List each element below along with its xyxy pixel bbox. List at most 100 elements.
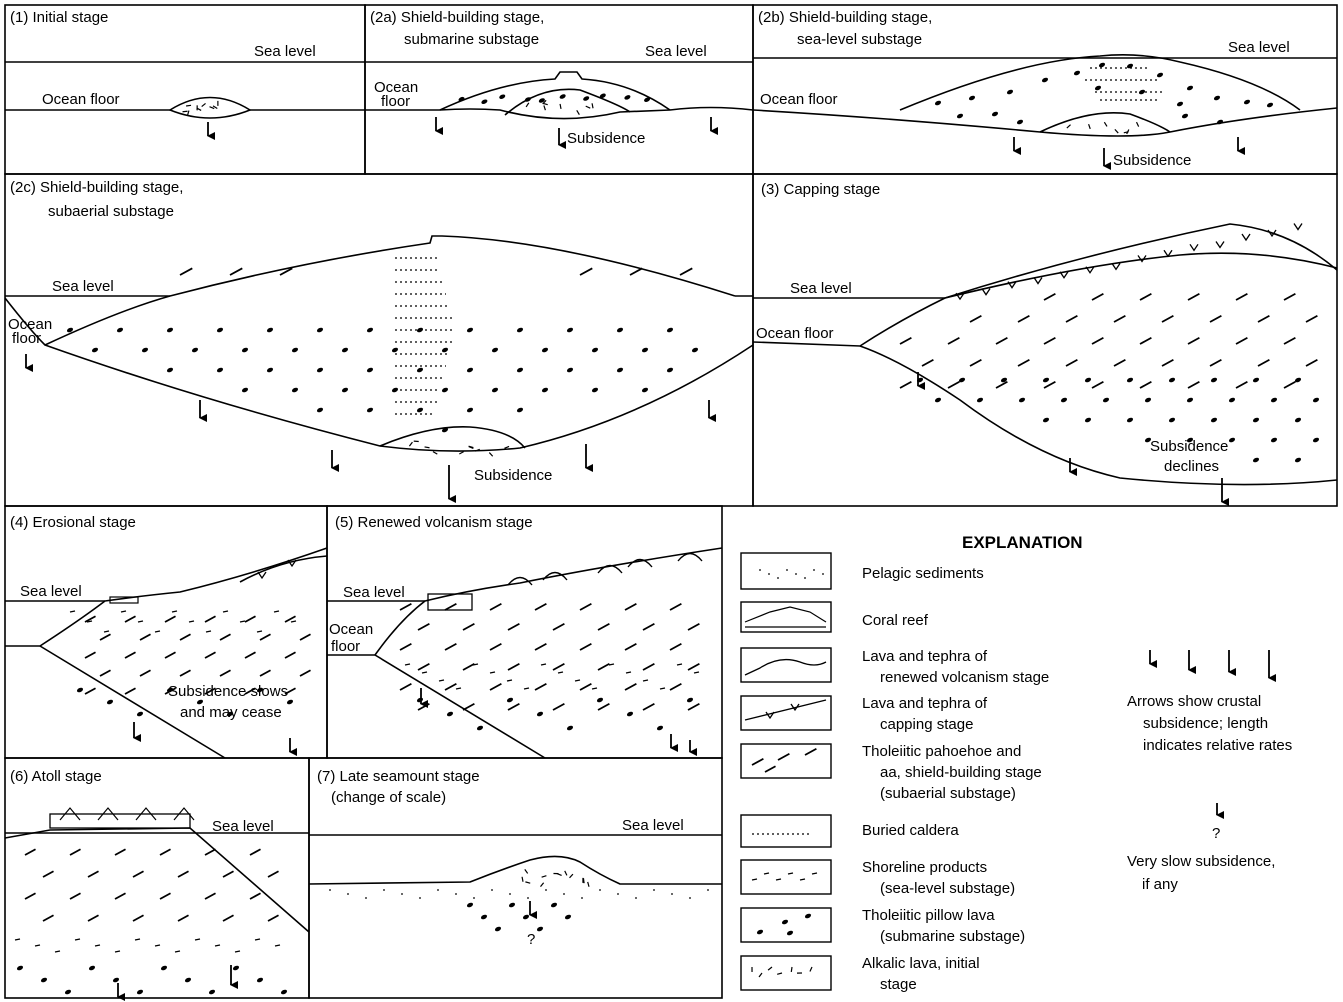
panel-1-sea-level-label: Sea level — [254, 43, 316, 60]
pillow-lava-mark — [64, 989, 71, 995]
lava-flow-mark — [508, 624, 519, 630]
pillow-lava-mark — [466, 407, 473, 413]
panel-2a-ocean-floor — [365, 108, 753, 119]
lava-flow-mark — [810, 967, 812, 972]
lava-flow-mark — [1114, 360, 1125, 366]
pelagic-mark — [455, 893, 457, 895]
lava-flow-mark — [245, 652, 256, 658]
pillow-lava-mark — [266, 327, 273, 333]
panel-4-note-line2: and may cease — [180, 704, 282, 721]
arrows-note-line1: Arrows show crustal — [1127, 693, 1261, 710]
lava-flow-mark — [445, 604, 456, 610]
pillow-lava-mark — [441, 347, 448, 353]
pillow-lava-mark — [316, 327, 323, 333]
lava-flow-mark — [463, 664, 474, 670]
lava-flow-mark — [625, 684, 636, 690]
pillow-lava-mark — [1270, 397, 1277, 403]
lava-flow-mark — [260, 670, 271, 676]
pelagic-mark — [599, 889, 601, 891]
shoreline-mark — [215, 945, 220, 946]
lava-flow-mark — [490, 604, 501, 610]
shoreline-products-swatch — [741, 860, 831, 894]
shoreline-mark — [507, 680, 512, 681]
panel-7-labels: (7) Late seamount stage (change of scale… — [317, 768, 684, 948]
pillow-lava-mark — [591, 387, 598, 393]
lava-flow-mark — [85, 652, 96, 658]
lava-flow-mark — [463, 624, 474, 630]
alkalic-lava-swatch — [741, 956, 831, 990]
pelagic-mark — [759, 569, 761, 571]
shoreline-mark — [800, 879, 805, 880]
lava-flow-mark — [630, 268, 642, 275]
pillow-lava-mark — [416, 407, 423, 413]
pillow-lava-mark — [641, 387, 648, 393]
panel-2c-subsidence-label: Subsidence — [474, 467, 552, 484]
lava-flow-mark — [1284, 294, 1295, 300]
lava-flow-mark — [25, 893, 36, 899]
legend-label-5-line1: Tholeiitic pahoehoe and — [862, 743, 1021, 760]
pillow-lava-mark — [1181, 113, 1188, 119]
renewed-swatch-marks — [745, 660, 826, 675]
lava-flow-mark — [996, 382, 1007, 388]
legend-label-4-line2: capping stage — [880, 716, 973, 733]
lava-flow-mark — [160, 893, 171, 899]
pillow-lava-mark — [934, 100, 941, 106]
shoreline-mark — [609, 664, 614, 665]
lava-flow-mark — [125, 616, 136, 622]
shoreline-mark — [223, 611, 228, 612]
panel-2c-volcano-top — [45, 236, 735, 345]
pillow-lava-mark — [1006, 89, 1013, 95]
lava-flow-mark — [459, 452, 463, 454]
legend-label-2-line1: Coral reef — [862, 612, 929, 629]
pillow-lava-mark — [1060, 397, 1067, 403]
lava-flow-mark — [205, 893, 216, 899]
pelagic-mark — [563, 893, 565, 895]
pillow-lava-mark — [466, 327, 473, 333]
lava-flow-mark — [70, 849, 81, 855]
pillow-lava-mark — [466, 902, 473, 908]
pillow-lava-mark — [166, 327, 173, 333]
shoreline-mark — [473, 664, 478, 665]
pillow-lava-mark — [516, 367, 523, 373]
panel-7-sea-level-label: Sea level — [622, 817, 684, 834]
shoreline-mark — [812, 873, 817, 874]
legend-label-8-line1: Tholeiitic pillow lava — [862, 907, 995, 924]
lava-flow-mark — [230, 268, 242, 275]
shoreline-mark — [422, 672, 427, 673]
capping-mark — [1190, 244, 1198, 250]
pillow-lava-mark — [184, 977, 191, 983]
lava-flow-mark — [178, 915, 189, 921]
lava-flow-mark — [777, 973, 782, 974]
explanation-legend: EXPLANATION Pelagic sedimentsCoral reefL… — [862, 533, 1292, 993]
panel-2b-sea-level-label: Sea level — [1228, 39, 1290, 56]
lava-flow-mark — [125, 652, 136, 658]
lava-flow-mark — [544, 105, 546, 110]
pillow-lava-mark — [522, 914, 529, 920]
lava-flow-mark — [180, 268, 192, 275]
pelagic-mark — [777, 577, 779, 579]
pillow-lava-mark — [1228, 437, 1235, 443]
panel-2a-subsidence-label: Subsidence — [567, 130, 645, 147]
pillow-lava-mark — [136, 711, 143, 717]
lava-flow-mark — [133, 871, 144, 877]
shoreline-mark — [87, 621, 92, 622]
lava-flow-mark — [580, 644, 591, 650]
slow-subsidence-question: ? — [1212, 825, 1220, 842]
lava-flow-mark — [948, 338, 959, 344]
panel-2a-title-line2: submarine substage — [404, 31, 539, 48]
explanation-heading: EXPLANATION — [962, 533, 1083, 552]
lava-flow-mark — [948, 382, 959, 388]
lava-flow-mark — [1089, 124, 1091, 129]
lava-flow-mark — [1092, 382, 1103, 388]
shoreline-mark — [104, 631, 109, 632]
panel-2b-volcano-outline — [900, 55, 1300, 110]
lava-flow-mark — [1018, 360, 1029, 366]
lava-flow-mark — [625, 604, 636, 610]
panel-4-note-line1: Subsidence slows — [168, 683, 288, 700]
pillow-lava-mark — [1042, 377, 1049, 383]
lava-flow-mark — [1018, 316, 1029, 322]
pelagic-mark — [707, 889, 709, 891]
pillow-lava-mark — [541, 387, 548, 393]
pillow-lava-mark — [656, 725, 663, 731]
pillow-lava-mark — [616, 367, 623, 373]
